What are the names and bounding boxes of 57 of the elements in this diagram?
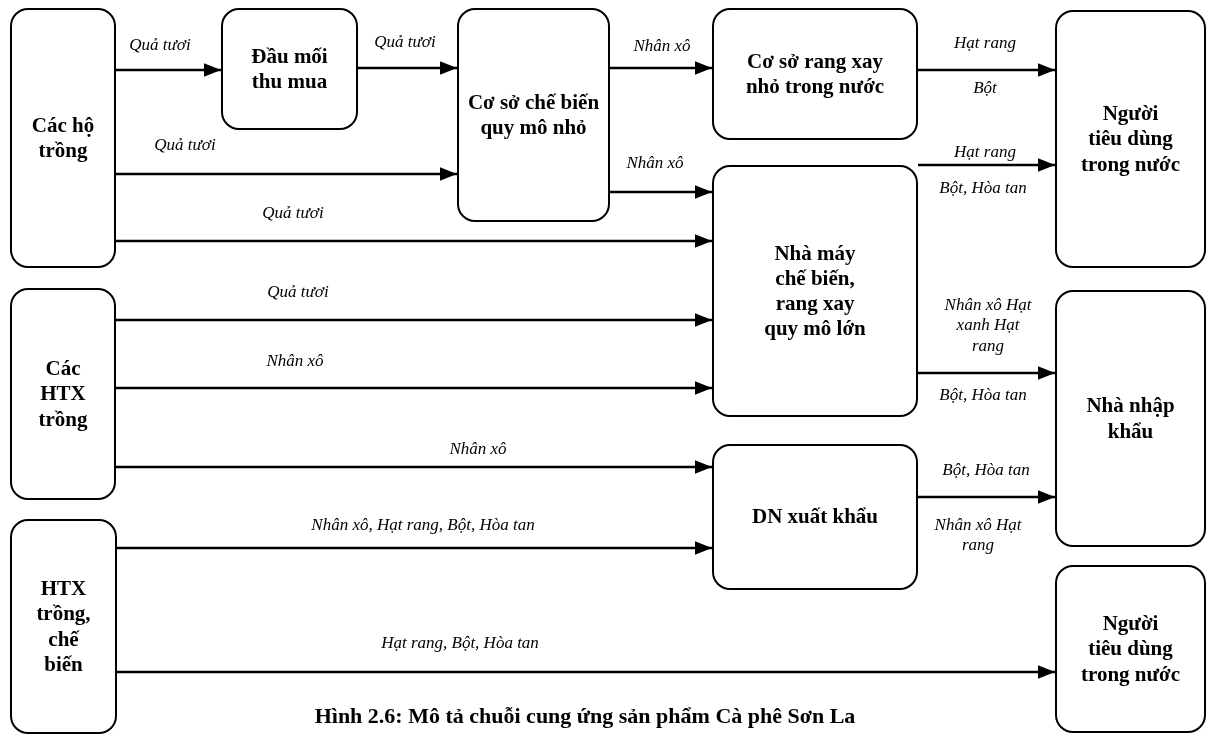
edge-label: Quả tươi <box>153 134 217 156</box>
arrow <box>358 61 457 75</box>
node-label: Nhà máy chế biến, rang xay quy mô lớn <box>763 240 867 342</box>
arrow <box>116 381 712 395</box>
edge-label: Nhân xô <box>632 35 692 57</box>
edge-label: Hạt rang <box>953 32 1017 54</box>
edge-label: Nhân xô Hạt xanh Hạt rang <box>943 295 1033 357</box>
rounded-box <box>10 288 116 500</box>
edge-label: Nhân xô <box>625 152 685 174</box>
arrow <box>116 167 457 181</box>
arrow <box>918 63 1055 77</box>
flow-label: Bột, Hòa tan <box>938 177 1028 199</box>
rounded-box <box>10 8 116 268</box>
arrow <box>116 234 712 248</box>
arrow <box>116 63 221 77</box>
node-label: DN xuất khẩu <box>750 504 879 530</box>
edge-label: Quả tươi <box>128 34 192 56</box>
rounded-box <box>1055 10 1206 268</box>
arrow <box>116 313 712 327</box>
edge-label: Hạt rang, Bột, Hòa tan <box>380 632 540 654</box>
rounded-box <box>1055 290 1206 547</box>
rounded-box <box>10 519 117 734</box>
edge-label: Nhân xô <box>265 350 325 372</box>
node-label: Người tiêu dùng trong nước <box>1079 611 1182 687</box>
arrow <box>918 158 1055 172</box>
flow-label: Nhân xô Hạt rang <box>933 514 1023 556</box>
rounded-box <box>712 165 918 417</box>
edge-label: Hạt rang <box>953 141 1017 163</box>
node-label: Người tiêu dùng trong nước <box>1079 101 1182 177</box>
node-label: Các HTX trồng <box>37 356 89 432</box>
node-label: Các hộ trồng <box>30 112 96 164</box>
rounded-box <box>221 8 358 130</box>
arrow <box>116 460 712 474</box>
figure-caption: Hình 2.6: Mô tả chuỗi cung ứng sản phẩm Cà phê Sơn La <box>314 703 856 729</box>
edge-label: Bột, Hòa tan <box>941 459 1031 481</box>
arrow <box>918 366 1055 380</box>
edge-label: Quả tươi <box>373 31 437 53</box>
edge-label: Nhân xô, Hạt rang, Bột, Hòa tan <box>310 514 536 536</box>
node-label: HTX trồng, chế biến <box>35 576 92 677</box>
edge-label: Quả tươi <box>261 202 325 224</box>
flow-label: Bột, Hòa tan <box>938 384 1028 406</box>
arrow <box>117 665 1055 679</box>
edge-label: Nhân xô <box>448 438 508 460</box>
node-label: Đầu mối thu mua <box>250 43 329 95</box>
arrow <box>918 490 1055 504</box>
arrow <box>610 185 712 199</box>
rounded-box <box>457 8 610 222</box>
arrow <box>610 61 712 75</box>
rounded-box <box>712 8 918 140</box>
arrow <box>117 541 712 555</box>
flow-label: Bột <box>972 77 998 99</box>
rounded-box <box>1055 565 1206 733</box>
node-label: Nhà nhập khẩu <box>1085 393 1176 444</box>
node-label: Cơ sở chế biến quy mô nhỏ <box>466 89 601 141</box>
rounded-box <box>712 444 918 590</box>
edge-label: Quả tươi <box>266 281 330 303</box>
node-label: Cơ sở rang xay nhỏ trong nước <box>744 48 886 100</box>
